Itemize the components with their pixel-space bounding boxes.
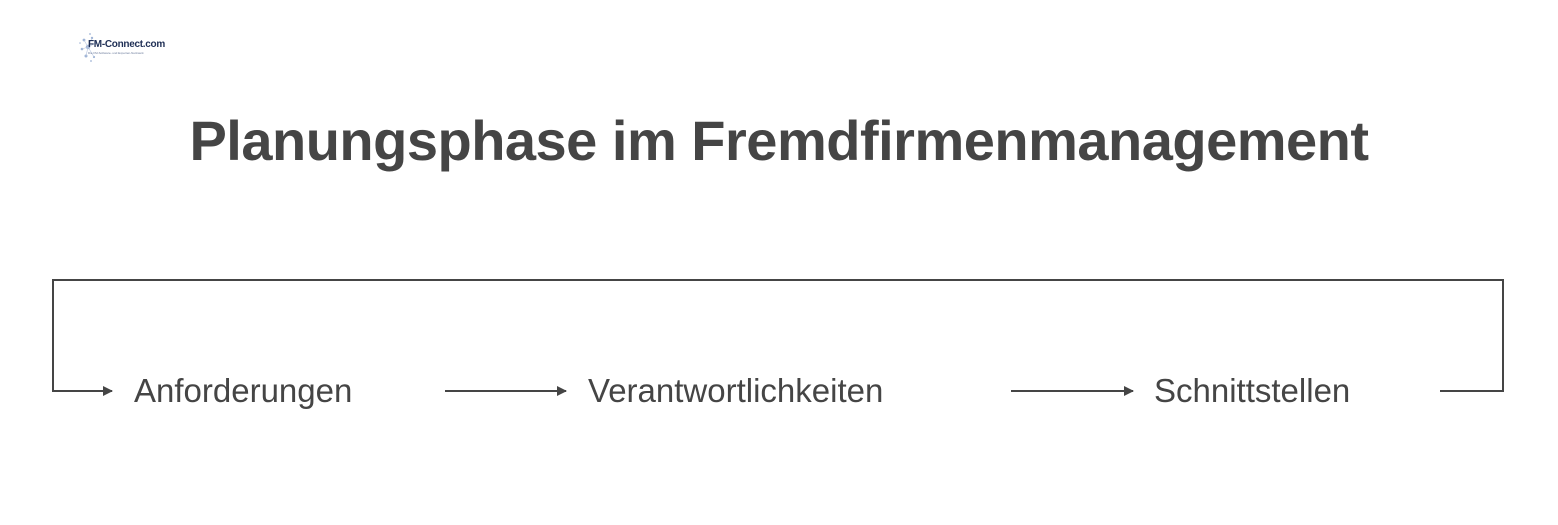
flow-node-anforderungen: Anforderungen [134,372,353,409]
loop-back-connector [52,279,1504,396]
logo-text: FM-Connect.com [88,39,165,50]
fm-connect-logo: FM-Connect.com Die FM-Software- und Expe… [78,30,165,64]
page-title: Planungsphase im Fremdfirmenmanagement [189,109,1369,172]
logo-subtext: Die FM-Software- und Experten-Netzwerk [88,51,144,55]
logo-starburst-icon [79,33,97,62]
flow-node-verantwortlichkeiten: Verantwortlichkeiten [588,372,884,409]
flow-node-schnittstellen: Schnittstellen [1154,372,1351,409]
